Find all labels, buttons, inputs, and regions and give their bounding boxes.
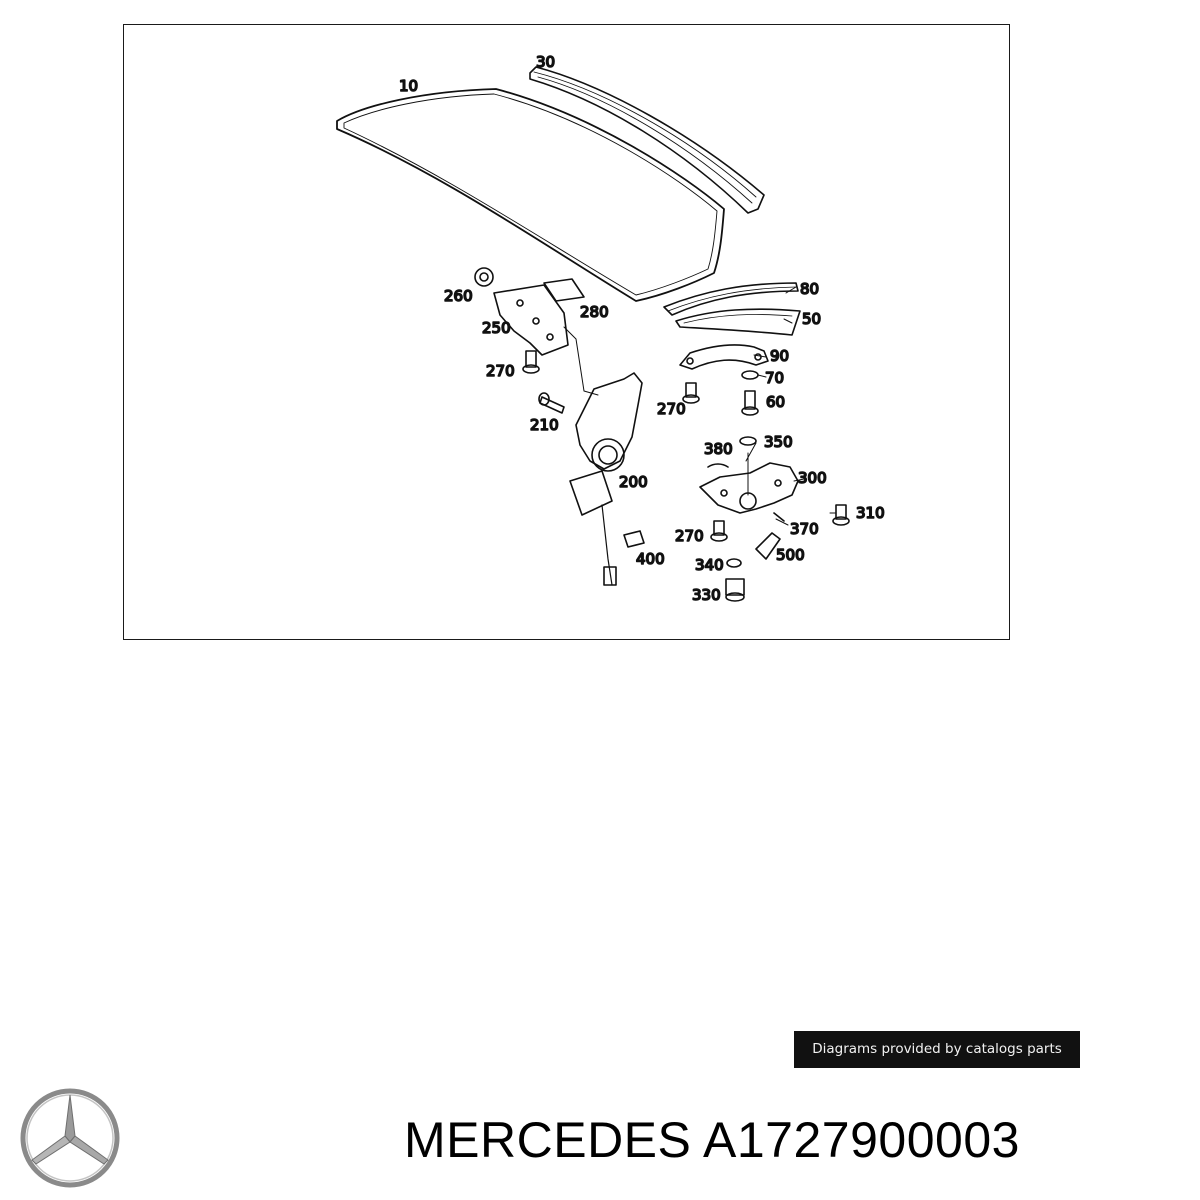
bolt-270-lower-part [710, 520, 728, 542]
callout-330: 330 [692, 586, 721, 604]
callout-300: 300 [798, 469, 827, 487]
lock-assembly-300-part [699, 452, 799, 514]
guide-panel-50-part [675, 308, 801, 336]
clip-380-part [707, 463, 729, 468]
bolt-60-part [741, 390, 759, 416]
callout-270-right: 270 [657, 400, 686, 418]
mounting-plate-250-part [493, 284, 599, 396]
callout-10: 10 [399, 77, 418, 95]
callout-labels: 10 30 80 50 90 70 60 260 280 250 270 270… [398, 52, 885, 605]
callout-310: 310 [856, 504, 885, 522]
mercedes-star-icon [20, 1088, 120, 1188]
callout-260: 260 [444, 287, 473, 305]
washer-340-part [726, 558, 742, 568]
callout-60: 60 [766, 393, 785, 411]
bolt-210-part [538, 392, 565, 414]
bolt-310-part [832, 504, 850, 526]
callout-270-lower: 270 [675, 527, 704, 545]
motor-200-part [569, 372, 643, 586]
diagram-credit-badge: Diagrams provided by catalogs parts [794, 1031, 1080, 1068]
callout-380: 380 [704, 440, 733, 458]
callout-340: 340 [695, 556, 724, 574]
pad-280-part [543, 278, 585, 302]
callout-500: 500 [776, 546, 805, 564]
part-number: A1727900003 [703, 1112, 1020, 1168]
cap-260-part [474, 267, 494, 287]
callout-250: 250 [482, 319, 511, 337]
connector-400-part [623, 530, 645, 548]
rod-370-part [773, 512, 785, 522]
parts-exploded-diagram: 10 30 80 50 90 70 60 260 280 250 270 270… [336, 52, 885, 605]
callout-90: 90 [770, 347, 789, 365]
brand-name: MERCEDES [404, 1112, 692, 1168]
callout-200: 200 [619, 473, 648, 491]
bracket-90-part [679, 344, 769, 370]
callout-270-left: 270 [486, 362, 515, 380]
callout-70: 70 [765, 369, 784, 387]
bolt-270-left-part [522, 350, 540, 374]
part-title: MERCEDES A1727900003 [404, 1108, 1189, 1172]
callout-350: 350 [764, 433, 793, 451]
leader-lines [745, 286, 837, 526]
bushing-330-part [725, 578, 745, 602]
washer-350-part [739, 436, 757, 446]
callout-210: 210 [530, 416, 559, 434]
glass-panel-part [336, 88, 725, 302]
parts-diagram-frame: 10 30 80 50 90 70 60 260 280 250 270 270… [123, 24, 1010, 640]
seal-strip-80-part [663, 282, 799, 316]
bolt-270-right-part [682, 382, 700, 404]
callout-370: 370 [790, 520, 819, 538]
callout-400: 400 [636, 550, 665, 568]
callout-280: 280 [580, 303, 609, 321]
callout-50: 50 [802, 310, 821, 328]
top-seal-strip-part [529, 66, 765, 214]
callout-30: 30 [536, 53, 555, 71]
cylinder-500-part [755, 532, 781, 560]
callout-80: 80 [800, 280, 819, 298]
washer-70-part [741, 370, 759, 380]
